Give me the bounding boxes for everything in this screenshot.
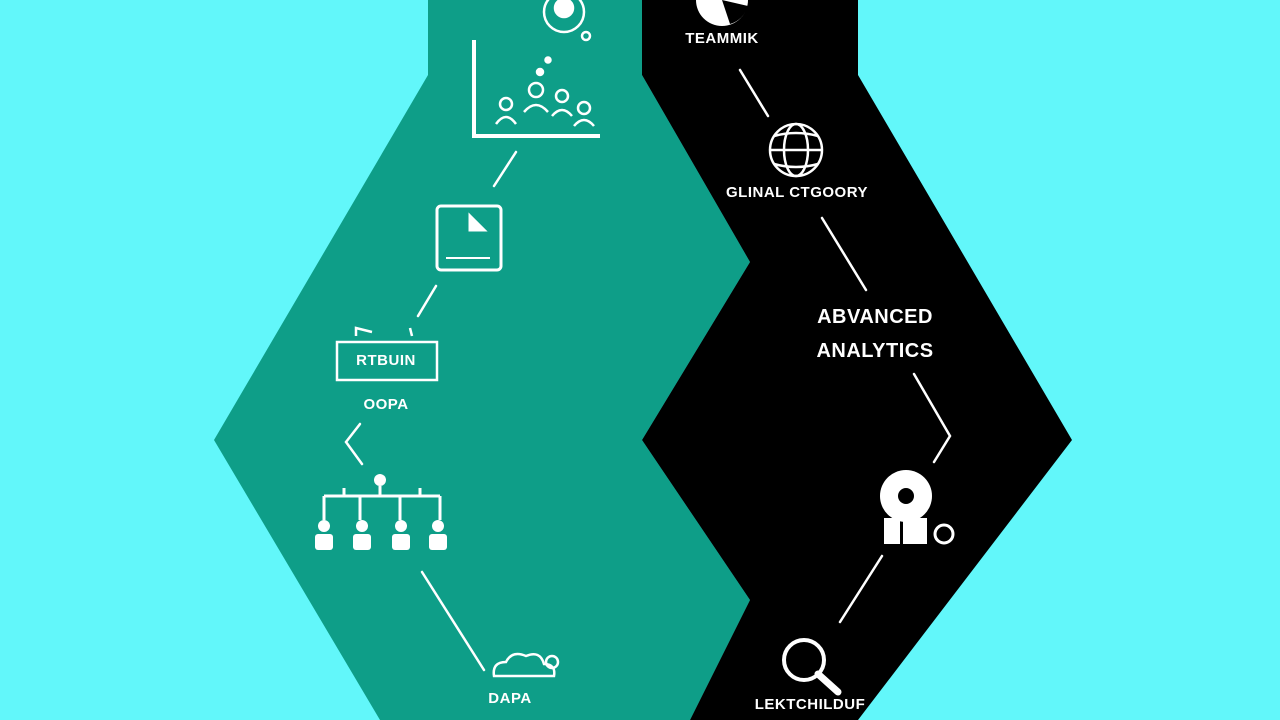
connector-chevron <box>344 422 364 466</box>
team-chart-icon <box>472 40 600 138</box>
connector-chevron <box>912 372 952 464</box>
right-panel <box>642 0 1072 720</box>
connector-line <box>820 216 868 292</box>
org-hierarchy-icon <box>315 474 447 550</box>
connector-line <box>416 284 438 318</box>
step-label: DAPA <box>488 690 532 707</box>
advanced-analytics-line1: ABVANCED <box>817 306 933 328</box>
gear-brain-icon <box>880 470 955 545</box>
document-corner-icon <box>435 204 503 272</box>
magnifier-icon <box>782 638 842 696</box>
advanced-analytics-line2: ANALYTICS <box>816 340 934 362</box>
connector-line <box>420 570 486 672</box>
pie-chart-icon <box>696 0 748 26</box>
cloud-gear-icon <box>492 652 560 678</box>
connector-line <box>738 68 770 118</box>
connector-line <box>492 150 518 188</box>
left-panel <box>214 0 750 720</box>
step-label: TEAMMIK <box>685 30 759 47</box>
step-label: OOPA <box>363 396 409 413</box>
advanced-analytics-label: ABVANCED ANALYTICS <box>816 300 933 368</box>
label-box-text: RTBUIN <box>356 352 416 369</box>
label-box-icon <box>335 326 439 382</box>
step-label: LEKTCHILDUF <box>754 696 866 713</box>
step-label: GLINAL CTGOORY <box>726 184 868 201</box>
connector-line <box>838 554 884 624</box>
globe-icon <box>768 122 824 178</box>
profile-gear-icon <box>542 0 592 42</box>
